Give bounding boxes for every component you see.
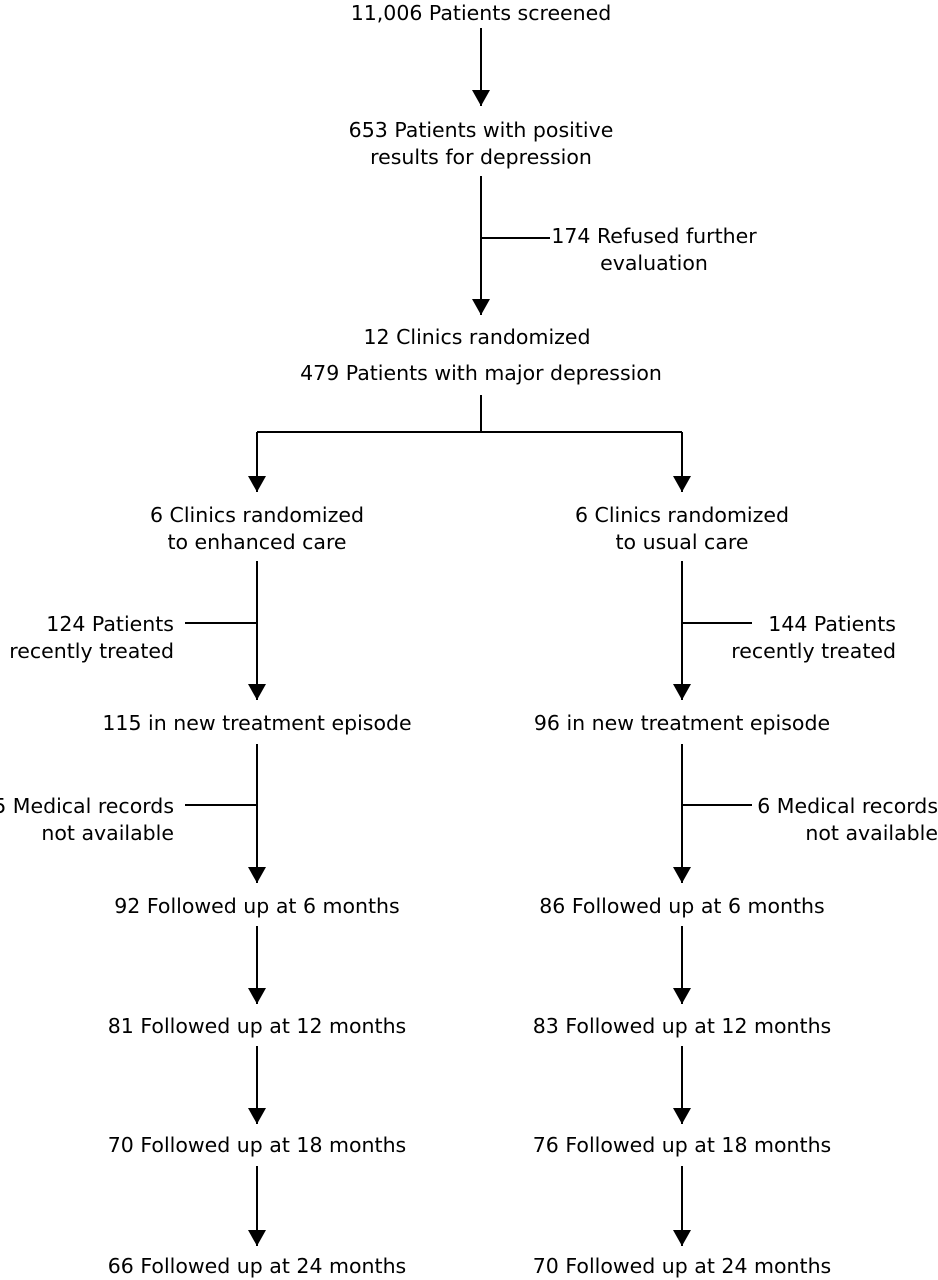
- node-major: 479 Patients with major depression: [300, 361, 662, 385]
- node-rec-usu: 6 Medical records not available: [757, 794, 938, 845]
- node-label-line: not available: [805, 821, 938, 845]
- node-label-line: evaluation: [600, 251, 708, 275]
- node-label-line: 115 in new treatment episode: [102, 711, 411, 735]
- node-label-line: recently treated: [731, 639, 896, 663]
- node-fu18-enh: 70 Followed up at 18 months: [108, 1133, 407, 1157]
- node-label-line: 81 Followed up at 12 months: [108, 1014, 407, 1038]
- node-recent-enh: 124 Patients recently treated: [9, 612, 174, 663]
- node-screened: 11,006 Patients screened: [351, 1, 612, 25]
- node-label-line: results for depression: [370, 145, 592, 169]
- node-label-line: 86 Followed up at 6 months: [539, 894, 824, 918]
- node-label-line: 479 Patients with major depression: [300, 361, 662, 385]
- node-label-line: recently treated: [9, 639, 174, 663]
- node-label-line: 144 Patients: [768, 612, 896, 636]
- node-label-line: to usual care: [616, 530, 749, 554]
- node-label-line: 11,006 Patients screened: [351, 1, 612, 25]
- node-label-line: 66 Followed up at 24 months: [108, 1254, 407, 1278]
- node-recent-usu: 144 Patients recently treated: [731, 612, 896, 663]
- node-label-line: 70 Followed up at 18 months: [108, 1133, 407, 1157]
- connectors: [185, 28, 752, 1246]
- node-label-line: 70 Followed up at 24 months: [533, 1254, 832, 1278]
- node-label-line: 6 Clinics randomized: [150, 503, 364, 527]
- node-label-line: 76 Followed up at 18 months: [533, 1133, 832, 1157]
- node-new-usu: 96 in new treatment episode: [534, 711, 830, 735]
- node-fu18-usu: 76 Followed up at 18 months: [533, 1133, 832, 1157]
- node-label-line: 5 Medical records: [0, 794, 174, 818]
- node-enhanced: 6 Clinics randomized to enhanced care: [150, 503, 364, 554]
- node-fu24-enh: 66 Followed up at 24 months: [108, 1254, 407, 1278]
- node-label-line: 124 Patients: [46, 612, 174, 636]
- node-fu24-usu: 70 Followed up at 24 months: [533, 1254, 832, 1278]
- node-refused: 174 Refused further evaluation: [551, 224, 757, 275]
- node-new-enh: 115 in new treatment episode: [102, 711, 411, 735]
- node-label-line: 92 Followed up at 6 months: [114, 894, 399, 918]
- node-label-line: not available: [41, 821, 174, 845]
- node-label-line: 12 Clinics randomized: [363, 325, 590, 349]
- node-fu12-enh: 81 Followed up at 12 months: [108, 1014, 407, 1038]
- node-rec-enh: 5 Medical records not available: [0, 794, 174, 845]
- node-label-line: 83 Followed up at 12 months: [533, 1014, 832, 1038]
- node-positive: 653 Patients with positive results for de…: [349, 118, 614, 169]
- node-fu6-enh: 92 Followed up at 6 months: [114, 894, 399, 918]
- node-clinics: 12 Clinics randomized: [363, 325, 590, 349]
- node-label-line: 174 Refused further: [551, 224, 757, 248]
- node-fu12-usu: 83 Followed up at 12 months: [533, 1014, 832, 1038]
- node-label-line: to enhanced care: [167, 530, 346, 554]
- node-label-line: 96 in new treatment episode: [534, 711, 830, 735]
- node-label-line: 6 Medical records: [757, 794, 938, 818]
- node-label-line: 6 Clinics randomized: [575, 503, 789, 527]
- node-label-line: 653 Patients with positive: [349, 118, 614, 142]
- node-fu6-usu: 86 Followed up at 6 months: [539, 894, 824, 918]
- node-usual: 6 Clinics randomized to usual care: [575, 503, 789, 554]
